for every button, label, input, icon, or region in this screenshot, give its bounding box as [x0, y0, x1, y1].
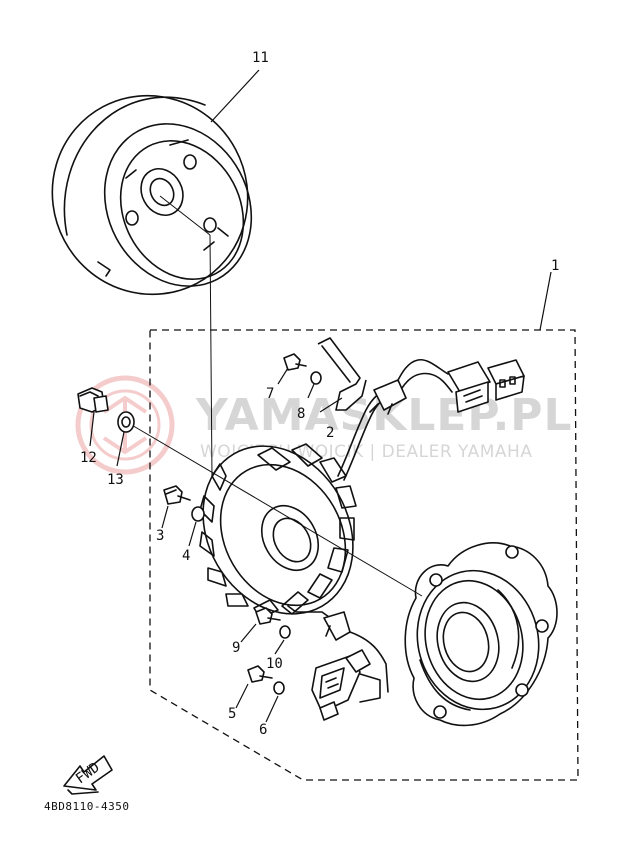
diagram-code: 4BD8110-4350 — [44, 800, 129, 813]
callout-4: 4 — [182, 548, 190, 564]
washer-6 — [273, 681, 285, 695]
assembly-boundary — [149, 329, 579, 781]
callout-3: 3 — [156, 528, 164, 544]
pickup-coil — [287, 605, 389, 721]
callout-11: 11 — [252, 50, 269, 66]
washer-4 — [191, 506, 205, 522]
wire-coupler-small — [487, 359, 525, 401]
callout-7: 7 — [266, 386, 274, 402]
rotor-flywheel — [51, 94, 253, 296]
callout-6: 6 — [259, 722, 267, 738]
wire-clamp — [317, 337, 367, 411]
wire-coupler-large — [447, 361, 491, 413]
callout-9: 9 — [232, 640, 240, 656]
screw-7 — [283, 353, 307, 371]
leader-lines — [89, 69, 552, 723]
screw-5 — [247, 665, 273, 683]
rotor-axis-line — [209, 234, 213, 479]
plug-bolt-12 — [77, 387, 109, 413]
callout-12: 12 — [80, 450, 97, 466]
callout-13: 13 — [107, 472, 124, 488]
callout-5: 5 — [228, 706, 236, 722]
stator-coil — [199, 358, 453, 619]
o-ring-13 — [117, 411, 135, 433]
washer-8 — [310, 371, 322, 385]
rotor-axis-line-top — [159, 195, 211, 236]
fwd-direction-arrow: FWD — [63, 755, 113, 795]
washer-10 — [279, 625, 291, 639]
callout-1: 1 — [551, 258, 559, 274]
wire-grommet — [369, 379, 407, 415]
callout-2: 2 — [326, 425, 334, 441]
crankcase-cover — [404, 542, 558, 727]
stator-axis-line — [129, 423, 423, 597]
screw-9 — [255, 607, 281, 625]
screw-3 — [163, 485, 191, 505]
callout-8: 8 — [297, 406, 305, 422]
callout-10: 10 — [266, 656, 283, 672]
